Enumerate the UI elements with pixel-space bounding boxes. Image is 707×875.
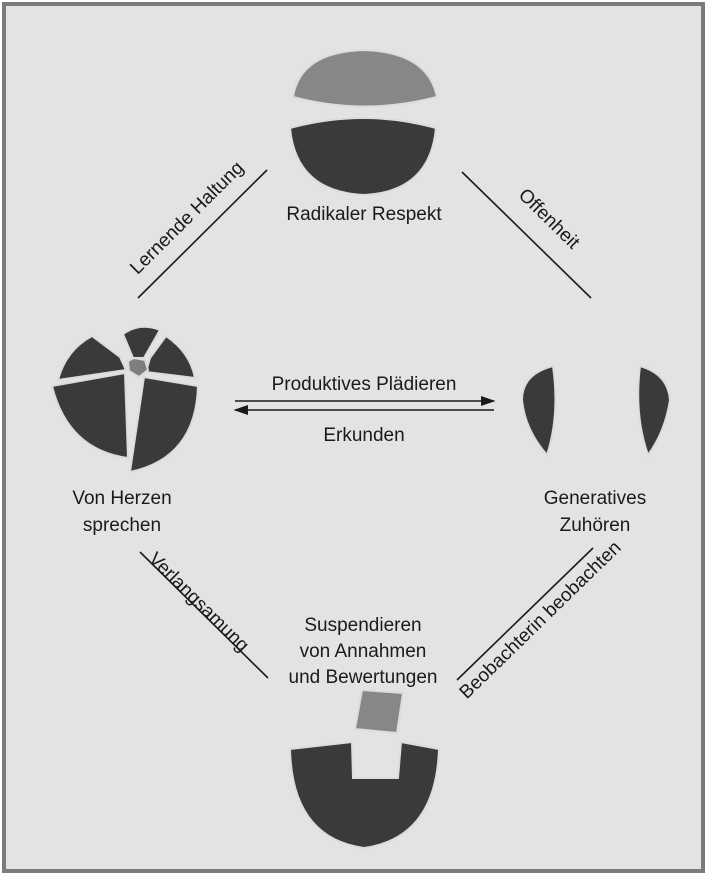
respect-lower-half <box>288 117 438 197</box>
edge-top-right <box>461 171 592 299</box>
heart-hub <box>126 356 150 379</box>
respect-upper-half <box>291 48 439 108</box>
listening-symbol <box>520 364 672 458</box>
edge-bottom-left <box>139 551 269 679</box>
node-label-respect: Radikaler Respekt <box>286 204 442 225</box>
arrow-label-inquiry: Erkunden <box>323 425 404 446</box>
listening-right-ear <box>637 364 672 458</box>
edge-bottom-right <box>456 547 594 681</box>
arrow-label-advocacy: Produktives Plädieren <box>272 374 457 395</box>
node-label-listening-1: Generatives <box>544 488 646 509</box>
heart-speaking-symbol <box>50 325 200 474</box>
node-label-heart-1: Von Herzen <box>72 488 171 509</box>
respect-symbol <box>288 48 439 197</box>
node-label-suspend-1: Suspendieren <box>304 615 421 636</box>
node-label-heart-2: sprechen <box>83 515 161 536</box>
heart-petal-left-upper <box>56 334 128 382</box>
listening-left-ear <box>520 364 557 457</box>
suspending-symbol <box>288 688 441 850</box>
suspended-block <box>353 688 405 735</box>
heart-petal-right-upper <box>144 334 197 380</box>
node-label-suspend-3: und Bewertungen <box>289 667 438 688</box>
heart-petal-left-lower <box>50 371 130 460</box>
heart-petal-top <box>121 325 162 359</box>
edge-top-left <box>137 169 268 299</box>
suspending-bowl <box>288 740 441 850</box>
node-label-suspend-2: von Annahmen <box>300 641 427 662</box>
heart-petal-right-lower <box>128 375 200 474</box>
node-label-listening-2: Zuhören <box>560 515 631 536</box>
